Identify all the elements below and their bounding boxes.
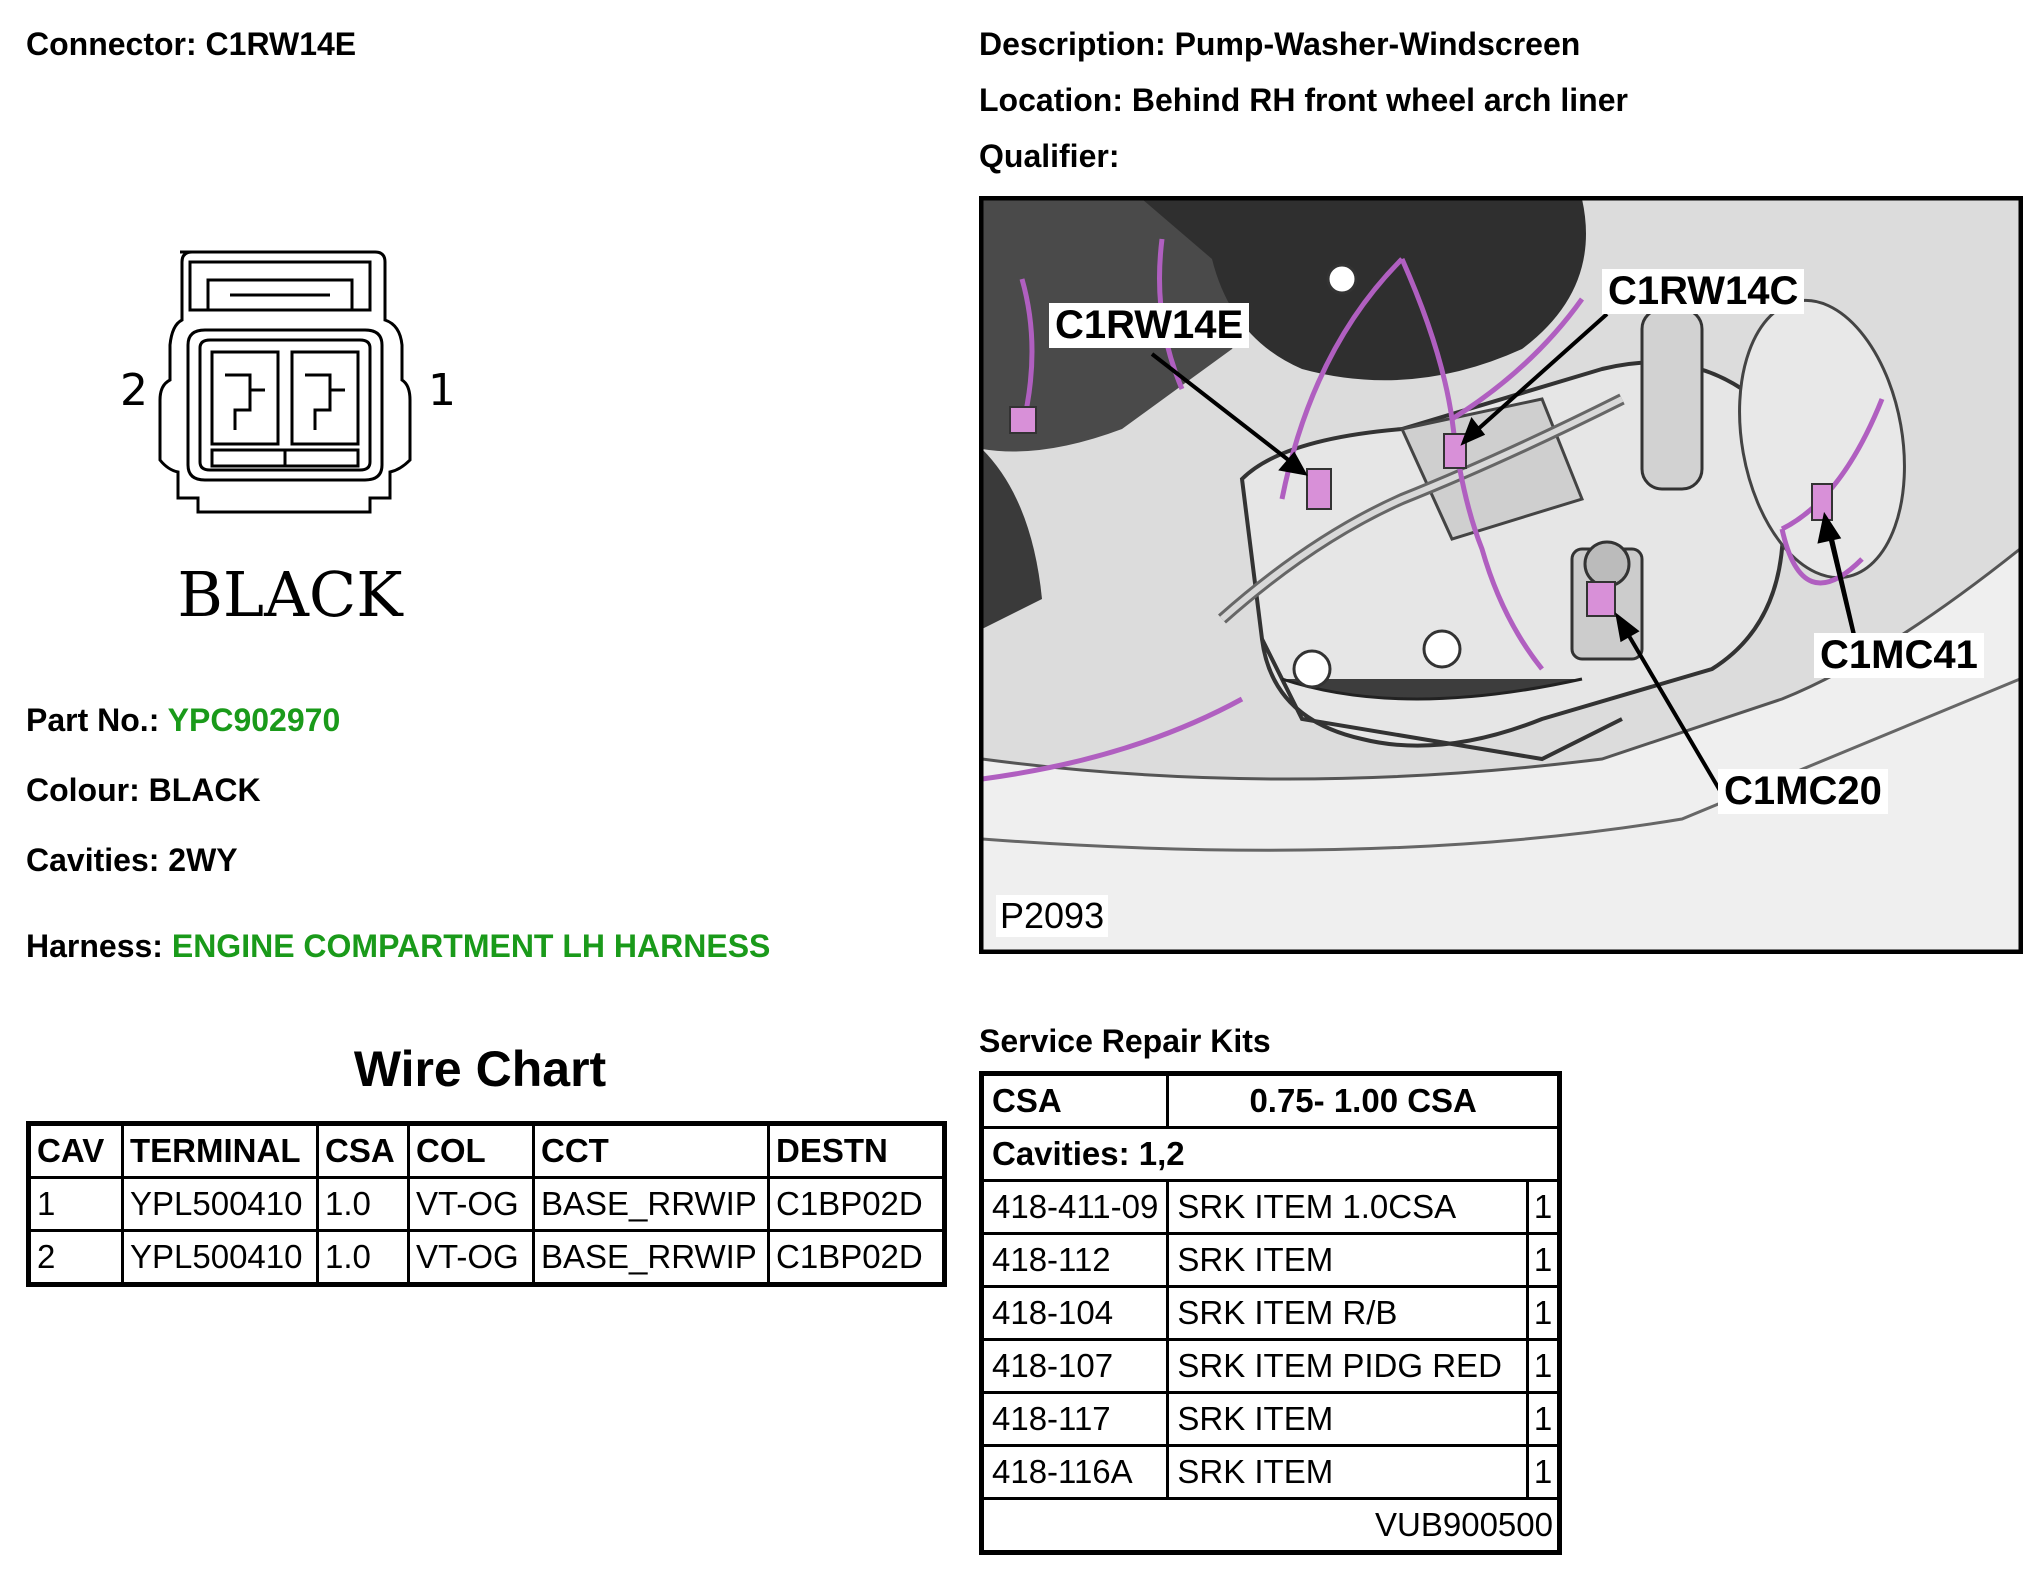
- table-row: 418-112 SRK ITEM 1: [979, 1232, 1561, 1288]
- description-label: Description:: [979, 26, 1166, 62]
- wire-chart-header-row: CAV TERMINAL CSA COL CCT DESTN: [27, 1122, 946, 1179]
- kits-cavities: Cavities: 1,2: [980, 1126, 1561, 1182]
- colour-line: Colour: BLACK: [26, 772, 261, 809]
- description-value: Pump-Washer-Windscreen: [1174, 26, 1581, 62]
- location-label: Location:: [979, 82, 1123, 118]
- table-row: 418-411-09 SRK ITEM 1.0CSA 1: [979, 1179, 1561, 1235]
- kit-quantity: 1: [1526, 1338, 1561, 1394]
- connector-colour-label: BLACK: [177, 558, 403, 631]
- wire-cell-destn: C1BP02D: [767, 1229, 946, 1286]
- table-row: 1 YPL500410 1.0 VT-OG BASE_RRWIP C1BP02D: [27, 1176, 946, 1232]
- kit-quantity: 1: [1526, 1391, 1561, 1447]
- kit-description: SRK ITEM: [1166, 1232, 1529, 1288]
- kit-quantity: 1: [1526, 1179, 1561, 1235]
- wire-cell-terminal: YPL500410: [121, 1229, 319, 1286]
- wire-header-csa: CSA: [316, 1122, 410, 1179]
- wire-header-col: COL: [407, 1122, 535, 1179]
- pin-label-2: 2: [120, 365, 148, 416]
- kit-part-no: 418-117: [979, 1391, 1170, 1447]
- wire-cell-csa: 1.0: [316, 1229, 410, 1286]
- qualifier-label: Qualifier:: [979, 138, 1120, 174]
- wire-cell-cav: 1: [27, 1176, 124, 1232]
- repair-kits-footer-row: VUB900500: [980, 1497, 1561, 1554]
- kit-description: SRK ITEM: [1166, 1391, 1529, 1447]
- callout-c1rw14c: C1RW14C: [1602, 269, 1805, 314]
- table-row: 418-117 SRK ITEM 1: [979, 1391, 1561, 1447]
- table-row: 418-107 SRK ITEM PIDG RED 1: [979, 1338, 1561, 1394]
- kit-part-no: 418-116A: [979, 1444, 1170, 1500]
- kit-quantity: 1: [1526, 1232, 1561, 1288]
- wire-header-cct: CCT: [532, 1122, 770, 1179]
- kit-description: SRK ITEM 1.0CSA: [1166, 1179, 1529, 1235]
- colour-label: Colour:: [26, 772, 140, 808]
- wire-header-destn: DESTN: [767, 1122, 946, 1179]
- harness-label: Harness:: [26, 928, 163, 964]
- wire-header-terminal: TERMINAL: [121, 1122, 319, 1179]
- kit-part-no: 418-107: [979, 1338, 1170, 1394]
- colour-value: BLACK: [148, 772, 261, 808]
- location-line: Location: Behind RH front wheel arch lin…: [979, 82, 1628, 119]
- connector-label: Connector:: [26, 26, 197, 62]
- cavities-value: 2WY: [168, 842, 238, 878]
- kits-footer-code: VUB900500: [980, 1497, 1561, 1554]
- cavities-label: Cavities:: [26, 842, 160, 878]
- repair-kits-table: CSA 0.75- 1.00 CSA Cavities: 1,2 418-411…: [979, 1071, 1562, 1555]
- connector-face-svg: 2 1: [120, 250, 456, 514]
- wire-cell-col: VT-OG: [407, 1229, 535, 1286]
- connector-value: C1RW14E: [205, 26, 357, 62]
- wire-cell-cav: 2: [27, 1229, 124, 1286]
- wire-cell-destn: C1BP02D: [767, 1176, 946, 1232]
- cavities-line: Cavities: 2WY: [26, 842, 238, 879]
- kit-part-no: 418-104: [979, 1285, 1170, 1341]
- wire-chart-title: Wire Chart: [353, 1041, 607, 1097]
- callout-c1mc41: C1MC41: [1814, 633, 1984, 678]
- kit-description: SRK ITEM: [1166, 1444, 1529, 1500]
- description-line: Description: Pump-Washer-Windscreen: [979, 26, 1580, 63]
- kit-quantity: 1: [1526, 1444, 1561, 1500]
- harness-value: ENGINE COMPARTMENT LH HARNESS: [171, 928, 771, 964]
- kits-csa-value: 0.75- 1.00 CSA: [1166, 1072, 1561, 1129]
- pin-label-1: 1: [428, 365, 456, 416]
- location-photo-svg: [982, 199, 2020, 951]
- repair-kits-title: Service Repair Kits: [979, 1023, 1271, 1059]
- wire-cell-cct: BASE_RRWIP: [532, 1229, 770, 1286]
- repair-kits-cavities-row: Cavities: 1,2: [980, 1126, 1561, 1182]
- qualifier-line: Qualifier:: [979, 138, 1119, 175]
- part-no-value: YPC902970: [167, 702, 341, 738]
- part-no-label: Part No.:: [26, 702, 160, 738]
- location-photo: C1RW14E C1RW14C C1MC41 C1MC20 P2093: [979, 196, 2023, 954]
- wire-header-cav: CAV: [27, 1122, 124, 1179]
- repair-kits-csa-row: CSA 0.75- 1.00 CSA: [979, 1072, 1561, 1129]
- harness-line: Harness: ENGINE COMPARTMENT LH HARNESS: [26, 928, 770, 965]
- wire-cell-col: VT-OG: [407, 1176, 535, 1232]
- table-row: 418-116A SRK ITEM 1: [979, 1444, 1561, 1500]
- callout-c1rw14e: C1RW14E: [1049, 303, 1250, 348]
- wire-cell-terminal: YPL500410: [121, 1176, 319, 1232]
- table-row: 418-104 SRK ITEM R/B 1: [979, 1285, 1561, 1341]
- location-value: Behind RH front wheel arch liner: [1131, 82, 1628, 118]
- kit-description: SRK ITEM R/B: [1166, 1285, 1529, 1341]
- kit-description: SRK ITEM PIDG RED: [1166, 1338, 1529, 1394]
- kits-csa-label: CSA: [979, 1072, 1170, 1129]
- connector-heading: Connector: C1RW14E: [26, 26, 356, 63]
- kit-part-no: 418-112: [979, 1232, 1170, 1288]
- kit-quantity: 1: [1526, 1285, 1561, 1341]
- wire-cell-cct: BASE_RRWIP: [532, 1176, 770, 1232]
- kit-part-no: 418-411-09: [979, 1179, 1170, 1235]
- wire-chart-table: CAV TERMINAL CSA COL CCT DESTN 1 YPL5004…: [26, 1121, 947, 1287]
- wire-cell-csa: 1.0: [316, 1176, 410, 1232]
- callout-c1mc20: C1MC20: [1718, 769, 1888, 814]
- photo-ref: P2093: [996, 895, 1109, 937]
- connector-face-drawing: 2 1: [110, 240, 470, 540]
- part-no-line: Part No.: YPC902970: [26, 702, 340, 739]
- table-row: 2 YPL500410 1.0 VT-OG BASE_RRWIP C1BP02D: [27, 1229, 946, 1286]
